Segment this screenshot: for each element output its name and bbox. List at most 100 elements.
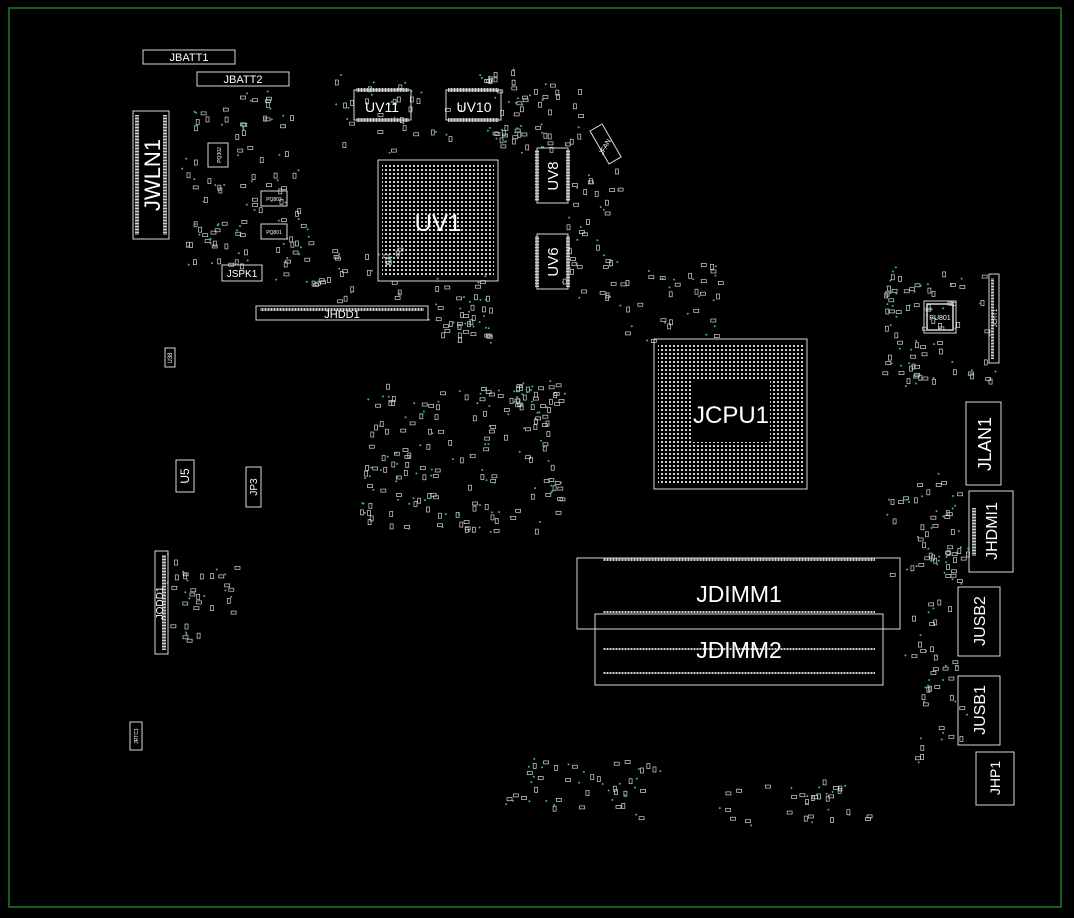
- u38-chip[interactable]: U38: [164, 347, 176, 368]
- smd-pad: [865, 817, 871, 821]
- smd-pad: [832, 786, 839, 790]
- smd-pad: [948, 606, 952, 612]
- jwln1-connector[interactable]: JWLN1: [132, 110, 170, 240]
- smd-pad: [279, 198, 284, 205]
- via: [630, 325, 633, 328]
- uv6-chip[interactable]: UV6: [535, 233, 570, 290]
- via: [346, 118, 349, 120]
- smd-pad: [444, 329, 451, 333]
- jhp1-label: JHP1: [987, 761, 1003, 795]
- via: [616, 261, 619, 263]
- smd-pad: [434, 468, 441, 473]
- jhdmi1-connector[interactable]: JHDMI1: [968, 490, 1014, 573]
- smd-pad: [190, 588, 197, 593]
- smd-pad: [367, 510, 371, 516]
- smd-pad: [954, 665, 959, 671]
- smd-pad: [555, 89, 560, 96]
- jcpu1-socket[interactable]: JCPU1: [653, 338, 808, 490]
- pq302-mosfet[interactable]: PQ302: [207, 142, 229, 168]
- uv10-chip[interactable]: UV10: [445, 88, 502, 122]
- smd-pad: [542, 442, 549, 447]
- jbatt1-connector[interactable]: JBATT1: [142, 49, 236, 65]
- smd-pad: [534, 88, 538, 95]
- via: [338, 253, 341, 255]
- via: [195, 111, 198, 114]
- via: [959, 546, 962, 549]
- jbatt2-connector[interactable]: JBATT2: [196, 71, 290, 87]
- smd-pad: [196, 600, 202, 605]
- via: [361, 502, 364, 505]
- jdimm2-slot[interactable]: JDIMM2: [594, 613, 884, 686]
- smd-pad: [700, 291, 706, 296]
- smd-pad: [485, 333, 492, 338]
- via: [712, 299, 715, 302]
- smd-pad: [950, 529, 955, 535]
- jrtc1-connector[interactable]: JRTC1: [129, 721, 143, 751]
- smd-pad: [882, 371, 889, 376]
- smd-pad: [968, 371, 974, 376]
- via: [430, 468, 433, 471]
- via: [805, 802, 808, 805]
- smd-pad: [300, 223, 307, 228]
- via: [930, 527, 933, 529]
- smd-pad: [803, 815, 808, 822]
- smd-pad: [521, 796, 527, 800]
- smd-pad: [266, 183, 272, 187]
- via: [545, 406, 548, 408]
- smd-pad: [913, 303, 920, 308]
- u5-chip[interactable]: U5: [175, 459, 195, 493]
- via: [635, 813, 638, 816]
- smd-pad: [427, 493, 432, 499]
- smd-pad: [339, 271, 344, 277]
- uv6-label: UV6: [545, 247, 562, 276]
- smd-pad: [512, 135, 519, 140]
- via: [369, 475, 371, 478]
- jfan-connector[interactable]: JFAN: [589, 123, 622, 165]
- via: [239, 225, 241, 228]
- uv8-chip[interactable]: UV8: [535, 147, 570, 204]
- jdimm2-label: JDIMM2: [696, 637, 782, 663]
- jusb1-connector[interactable]: JUSB1: [957, 675, 1001, 746]
- via: [478, 321, 481, 323]
- jspk1-connector[interactable]: JSPK1: [221, 264, 263, 282]
- via: [389, 400, 391, 403]
- smd-pad: [799, 793, 806, 798]
- jhdd1-connector[interactable]: JHDD1: [255, 305, 429, 321]
- jcrt1-connector[interactable]: JCRT1: [988, 273, 1000, 364]
- smd-pad: [367, 519, 372, 525]
- pq802-mosfet[interactable]: PQ802: [260, 190, 288, 207]
- smd-pad: [240, 263, 244, 270]
- smd-pad: [388, 400, 393, 406]
- smd-pad: [448, 321, 453, 327]
- smd-pad: [186, 638, 193, 643]
- jodd1-connector[interactable]: JODD1: [154, 550, 169, 655]
- via: [530, 389, 532, 391]
- jdimm1-slot[interactable]: JDIMM1: [576, 557, 901, 630]
- smd-pad: [510, 516, 517, 520]
- uv11-chip[interactable]: UV11: [353, 88, 412, 122]
- smd-pad: [497, 394, 504, 398]
- pq801-mosfet[interactable]: PQ801: [260, 223, 288, 240]
- smd-pad: [566, 224, 571, 231]
- jhp1-connector[interactable]: JHP1: [975, 751, 1015, 806]
- via: [932, 607, 935, 610]
- via: [928, 679, 931, 681]
- pu801-chip[interactable]: PU801: [923, 300, 957, 334]
- smd-pad: [265, 102, 270, 108]
- jusb2-connector[interactable]: JUSB2: [957, 586, 1001, 657]
- via: [398, 292, 401, 295]
- jp3-jumper[interactable]: JP3: [245, 466, 262, 508]
- pq801-label: PQ801: [266, 230, 282, 236]
- jlan1-connector[interactable]: JLAN1: [965, 401, 1002, 486]
- uv1-bga[interactable]: UV1: [377, 159, 499, 282]
- smd-pad: [532, 763, 537, 769]
- smd-pad: [483, 447, 490, 452]
- via: [936, 563, 939, 566]
- via: [544, 83, 547, 86]
- smd-pad: [251, 174, 256, 180]
- via: [437, 400, 440, 403]
- via: [485, 326, 487, 329]
- via: [203, 595, 206, 598]
- smd-pad: [426, 506, 430, 513]
- via: [284, 201, 287, 204]
